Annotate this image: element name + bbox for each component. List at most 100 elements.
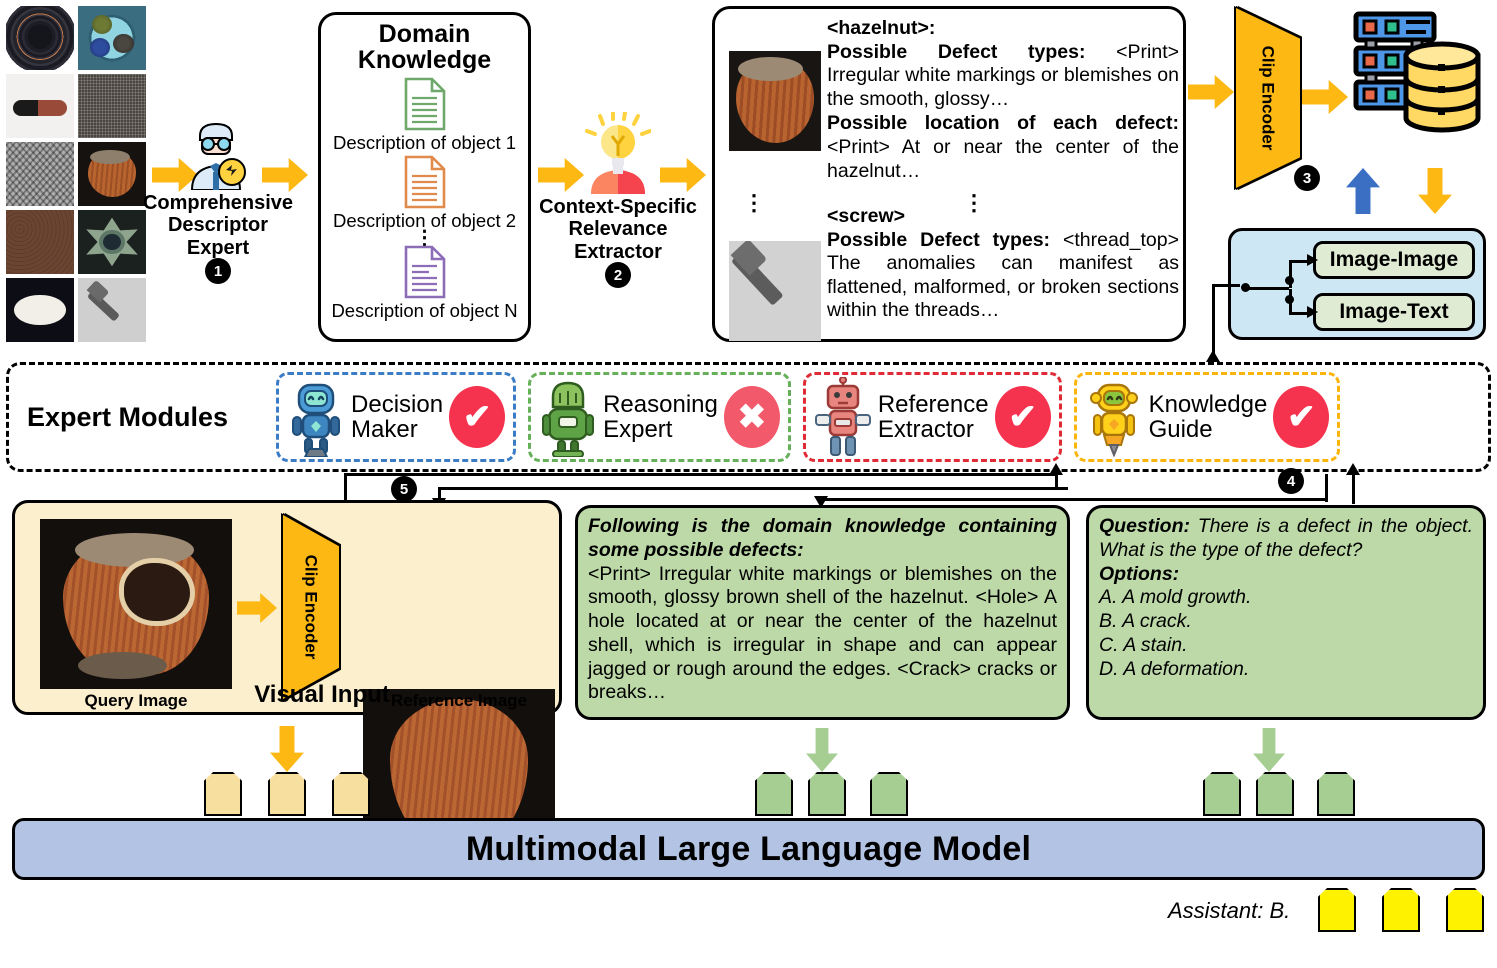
token-question-1 bbox=[1203, 772, 1241, 816]
screw-tag: <screw> bbox=[827, 205, 906, 227]
domain-text-body: <Print> Irregular white markings or blem… bbox=[588, 562, 1057, 704]
status-badge-check-knowledge-guide: ✔ bbox=[1273, 386, 1330, 448]
arrow-domain-text-to-tokens bbox=[806, 728, 838, 772]
domain-knowledge-title-l2: Knowledge bbox=[357, 46, 492, 75]
expert-module-name-reference-extractor: Reference Extractor bbox=[877, 392, 989, 443]
arrow-visual-input-to-tokens bbox=[270, 726, 304, 772]
line-ref-drop bbox=[438, 487, 441, 501]
hazelnut-defect-types-label: Possible Defect types: bbox=[827, 40, 1086, 63]
hazelnut-reference-thumbnail bbox=[729, 51, 821, 151]
descriptor-expert-label-l1: Comprehensive bbox=[142, 192, 294, 214]
screw-knowledge-text: <screw> Possible Defect types: <thread_t… bbox=[827, 205, 1179, 323]
arrow-question-to-tokens bbox=[1253, 728, 1285, 772]
expert-module-name-knowledge-guide: Knowledge Guide bbox=[1148, 390, 1268, 443]
reference-image-caption: Reference Image bbox=[390, 691, 528, 710]
lightbulb-person-icon bbox=[585, 110, 652, 194]
switch-arrowhead-down bbox=[1307, 306, 1318, 318]
clip-encoder-bottom-l1: Clip bbox=[301, 554, 321, 587]
arrow-knowledge-to-clip-encoder bbox=[1188, 75, 1234, 109]
switch-contact-dot bbox=[1285, 295, 1294, 304]
thumbnail-capsule bbox=[6, 74, 74, 138]
switch-line-up-v bbox=[1289, 260, 1292, 288]
option-a[interactable]: A. A mold growth. bbox=[1099, 586, 1252, 609]
descriptor-expert-label: Comprehensive Descriptor Expert bbox=[132, 192, 304, 259]
line-5-horizontal bbox=[344, 473, 1058, 476]
token-question-2 bbox=[1256, 772, 1294, 816]
expert-modules-panel: Expert Modules Decision Maker ✔ bbox=[6, 362, 1491, 472]
arrow-descriptor-to-domain-knowledge bbox=[262, 158, 308, 192]
robot-icon-decision-maker bbox=[287, 377, 345, 458]
domain-item-caption-n: Description of object N bbox=[331, 299, 518, 321]
clip-encoder-bottom-l2: Encoder bbox=[301, 591, 321, 660]
domain-knowledge-ellipsis: ⋮ bbox=[414, 226, 435, 249]
option-b[interactable]: B. A crack. bbox=[1099, 610, 1192, 633]
retrieval-mode-image-text[interactable]: Image-Text bbox=[1313, 293, 1475, 331]
thumbnail-leather bbox=[6, 210, 74, 274]
option-c[interactable]: C. A stain. bbox=[1099, 633, 1188, 656]
knowledge-guide-l1: Knowledge bbox=[1148, 390, 1268, 418]
clip-encoder-top: Clip Encoder bbox=[1236, 8, 1300, 188]
vector-database-icon bbox=[1348, 8, 1488, 148]
clip-encoder-bottom: Clip Encoder bbox=[283, 515, 339, 699]
arrow-query-to-clip bbox=[237, 593, 277, 623]
token-answer-1 bbox=[1318, 888, 1356, 932]
token-answer-3 bbox=[1446, 888, 1484, 932]
domain-text-heading: Following is the domain knowledge contai… bbox=[588, 515, 1057, 561]
options-label: Options: bbox=[1099, 562, 1180, 585]
hazelnut-tag: <hazelnut>: bbox=[827, 17, 936, 39]
arrowhead-5-to-reference-extractor bbox=[1049, 463, 1063, 475]
token-domain-1 bbox=[755, 772, 793, 816]
token-visual-1 bbox=[204, 772, 242, 816]
thumbnail-lens bbox=[6, 6, 74, 70]
domain-item-caption-1: Description of object 1 bbox=[332, 131, 517, 153]
thumbnail-cable bbox=[78, 6, 146, 70]
status-badge-check-decision-maker: ✔ bbox=[449, 386, 506, 448]
line-4-horizontal bbox=[820, 498, 1328, 501]
token-answer-2 bbox=[1382, 888, 1420, 932]
assistant-answer: Assistant: B. bbox=[1168, 898, 1291, 923]
descriptor-expert-label-l2: Descriptor bbox=[167, 214, 269, 237]
expert-module-reasoning-expert[interactable]: Reasoning Expert ✖ bbox=[528, 372, 791, 462]
question-label: Question: bbox=[1099, 515, 1190, 537]
relevance-extractor-label-l2: Relevance bbox=[568, 218, 668, 241]
line-4-kg-left bbox=[1325, 474, 1328, 502]
domain-knowledge-box: Domain Knowledge Description of object 1… bbox=[318, 12, 531, 342]
screw-reference-thumbnail bbox=[729, 241, 821, 341]
arrow-retrieval-to-database bbox=[1346, 168, 1380, 214]
switch-line-in bbox=[1245, 287, 1289, 290]
descriptor-expert-label-l3: Expert bbox=[186, 236, 250, 259]
line-retrieval-to-knowledge-guide bbox=[1212, 284, 1215, 362]
option-d[interactable]: D. A deformation. bbox=[1099, 657, 1250, 680]
domain-knowledge-title: Domain Knowledge bbox=[321, 15, 528, 74]
expert-module-name-reasoning-expert: Reasoning Expert bbox=[603, 392, 718, 443]
hazelnut-knowledge-text: <hazelnut>: Possible Defect types: <Prin… bbox=[827, 17, 1179, 183]
switch-pivot-dot bbox=[1285, 276, 1294, 285]
hazelnut-location-value: <Print> At or near the center of the haz… bbox=[827, 135, 1179, 182]
llm-bar: Multimodal Large Language Model bbox=[12, 818, 1485, 880]
relevance-extractor-label-l3: Extractor bbox=[574, 240, 662, 263]
expert-module-reference-extractor[interactable]: Reference Extractor ✔ bbox=[802, 372, 1062, 462]
arrow-clip-to-database bbox=[1302, 80, 1348, 114]
arrow-database-to-retrieval bbox=[1418, 168, 1452, 214]
expert-module-decision-maker[interactable]: Decision Maker ✔ bbox=[276, 372, 517, 462]
expert-module-knowledge-guide[interactable]: Knowledge Guide ✔ bbox=[1073, 372, 1341, 462]
visual-input-panel: Query Image Clip Encoder Reference Image… bbox=[12, 500, 562, 859]
step-number-2: 2 bbox=[605, 262, 631, 288]
screw-defect-types-value: <thread_top> The anomalies can manifest … bbox=[827, 228, 1180, 322]
step-number-4: 4 bbox=[1278, 468, 1304, 494]
retrieval-mode-image-image[interactable]: Image-Image bbox=[1313, 241, 1475, 279]
status-badge-check-reference-extractor: ✔ bbox=[994, 386, 1051, 448]
switch-arrowhead-up bbox=[1307, 254, 1318, 266]
domain-knowledge-text-panel: Following is the domain knowledge contai… bbox=[575, 505, 1070, 720]
relevance-extractor-label: Context-Specific Relevance Extractor bbox=[520, 196, 716, 263]
thumbnail-hazelnut bbox=[78, 142, 146, 206]
robot-icon-knowledge-guide bbox=[1085, 377, 1143, 458]
switch-line-down bbox=[1289, 312, 1309, 315]
decision-maker-l1: Decision bbox=[351, 390, 444, 418]
token-question-3 bbox=[1317, 772, 1355, 816]
robot-icon-reference-extractor bbox=[814, 376, 872, 457]
clip-encoder-top-l1: Clip bbox=[1258, 45, 1278, 78]
reference-extractor-l2: Extractor bbox=[877, 416, 974, 443]
status-badge-cross-reasoning-expert: ✖ bbox=[723, 386, 780, 448]
document-icon-n bbox=[403, 244, 447, 300]
